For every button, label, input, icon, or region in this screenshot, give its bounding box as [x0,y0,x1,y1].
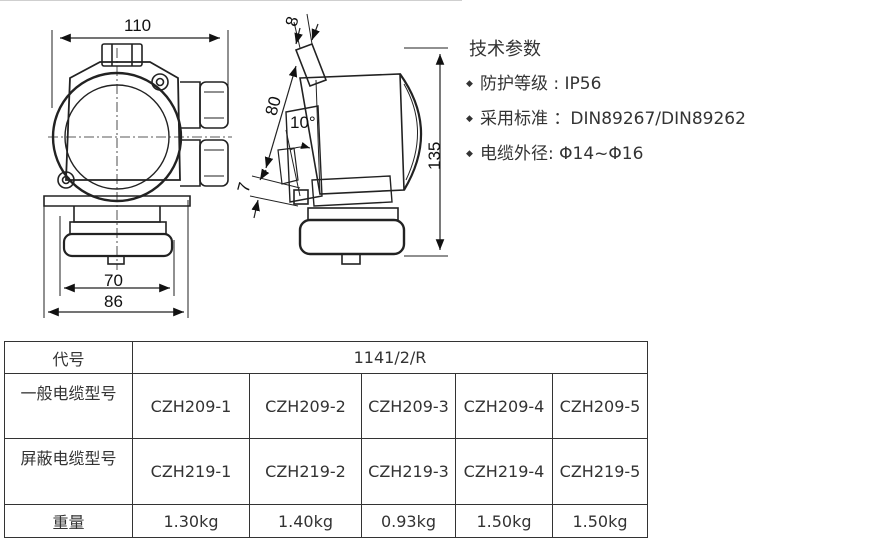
model-cell: CZH209-4 [455,373,553,439]
dim-80-label: 80 [262,94,285,117]
weight-cell: 1.40kg [249,504,362,538]
spec-item-text: 电缆外径: Φ14~Φ16 [480,144,644,164]
front-view [43,30,232,318]
model-cell: CZH219-2 [249,438,362,505]
table-row: 一般电缆型号 CZH209-1 CZH209-2 CZH209-3 CZH209… [4,373,648,439]
model-cell: CZH219-1 [132,438,250,505]
dim-86-label: 86 [104,292,123,311]
shielded-cable-label: 屏蔽电缆型号 [4,438,133,505]
spec-item-text: 防护等级 : IP56 [480,74,602,94]
table-row: 屏蔽电缆型号 CZH219-1 CZH219-2 CZH219-3 CZH219… [4,438,648,505]
side-view [249,13,448,265]
table-row: 代号 1141/2/R [4,341,648,374]
spec-list: 技术参数 ◆ 防护等级 : IP56 ◆ 采用标准 ：DIN89267/DIN8… [466,38,866,177]
weight-cell: 1.30kg [132,504,250,538]
spec-item: ◆ 防护等级 : IP56 [466,72,866,107]
model-cell: CZH209-2 [249,373,362,439]
weight-cell: 0.93kg [361,504,456,538]
dim-line-80 [264,65,298,169]
angle-10-label: 10° [290,113,316,132]
diamond-bullet-icon: ◆ [466,79,473,89]
general-cable-label: 一般电缆型号 [4,373,133,439]
spec-title: 技术参数 [469,39,541,60]
dim-7-label: 7 [234,180,255,194]
code-label: 代号 [4,341,133,374]
dim-110-label: 110 [124,16,151,35]
weight-label: 重量 [4,504,133,538]
technical-drawing: 110 70 86 [43,13,448,318]
dim-135-label: 135 [425,142,444,170]
diamond-bullet-icon: ◆ [466,114,473,124]
model-cell: CZH209-3 [361,373,456,439]
spec-item: ◆ 电缆外径: Φ14~Φ16 [466,142,866,177]
model-table: 代号 1141/2/R 一般电缆型号 CZH209-1 CZH209-2 CZH… [4,341,648,538]
weight-cell: 1.50kg [455,504,553,538]
top-divider [0,0,462,1]
spec-item: ◆ 采用标准 ：DIN89267/DIN89262 [466,107,866,142]
table-row: 重量 1.30kg 1.40kg 0.93kg 1.50kg 1.50kg [4,504,648,538]
model-cell: CZH209-1 [132,373,250,439]
model-cell: CZH209-5 [552,373,648,439]
dim-8-label: 8 [282,14,303,28]
diamond-bullet-icon: ◆ [466,149,473,159]
spec-item-text: 采用标准 ：DIN89267/DIN89262 [480,109,746,129]
weight-cell: 1.50kg [552,504,648,538]
model-cell: CZH219-5 [552,438,648,505]
model-cell: CZH219-3 [361,438,456,505]
model-cell: CZH219-4 [455,438,553,505]
dim-70-label: 70 [104,271,123,290]
code-value: 1141/2/R [132,341,648,374]
